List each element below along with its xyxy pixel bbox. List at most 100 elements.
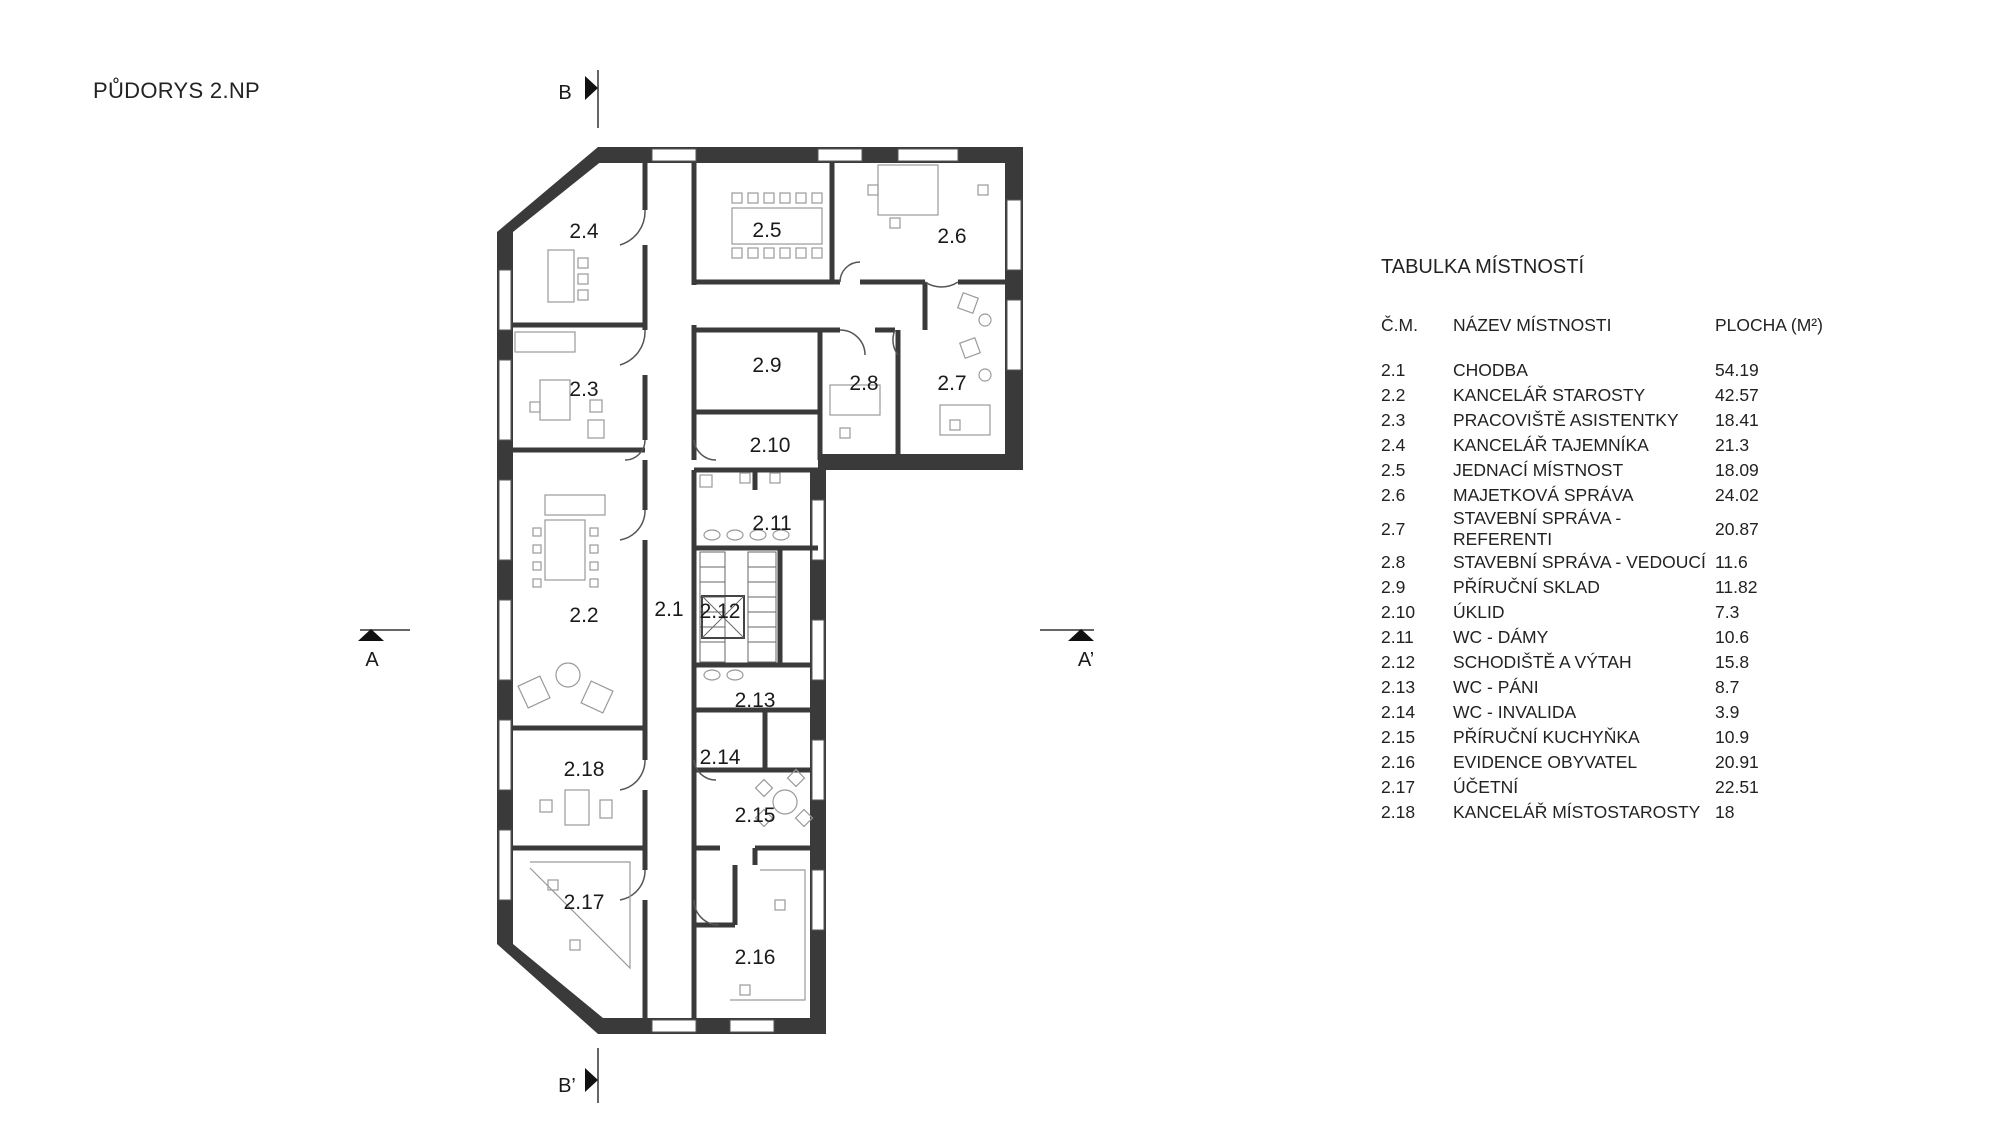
room-table-row: 2.7 STAVEBNÍ SPRÁVA - REFERENTI 20.87 (1381, 508, 1835, 550)
room-num: 2.13 (1381, 677, 1416, 697)
room-num: 2.7 (1381, 518, 1406, 539)
room-area: 15.8 (1715, 652, 1750, 672)
room-area: 3.9 (1715, 702, 1740, 722)
room-table-row: 2.14 WC - INVALIDA 3.9 (1381, 700, 1835, 725)
room-name: STAVEBNÍ SPRÁVA - REFERENTI (1453, 508, 1622, 549)
room-label-2-3: 2.3 (569, 378, 598, 401)
room-label-2-8: 2.8 (849, 372, 878, 395)
room-name: PŘÍRUČNÍ SKLAD (1453, 577, 1600, 597)
room-area: 10.6 (1715, 627, 1750, 647)
windows (498, 148, 1022, 1033)
room-num: 2.1 (1381, 360, 1406, 380)
room-num: 2.10 (1381, 602, 1416, 622)
room-label-2-13: 2.13 (735, 689, 776, 712)
room-name: PŘÍRUČNÍ KUCHYŇKA (1453, 727, 1640, 747)
room-label-2-5: 2.5 (752, 219, 781, 242)
room-area: 21.3 (1715, 435, 1750, 455)
room-label-2-17: 2.17 (564, 891, 605, 914)
room-area: 18.41 (1715, 410, 1759, 430)
room-area: 18 (1715, 802, 1735, 822)
room-table-row: 2.6 MAJETKOVÁ SPRÁVA 24.02 (1381, 483, 1835, 508)
room-label-2-6: 2.6 (937, 225, 966, 248)
room-area: 54.19 (1715, 360, 1759, 380)
room-table-header: Č.M. NÁZEV MÍSTNOSTI PLOCHA (M²) (1381, 313, 1835, 338)
section-label: A (365, 649, 379, 671)
room-name: SCHODIŠTĚ A VÝTAH (1453, 652, 1632, 672)
section-marker-a-left: A (358, 629, 410, 671)
room-num: 2.11 (1381, 627, 1414, 647)
interior-walls (513, 163, 1005, 1018)
room-name: PRACOVIŠTĚ ASISTENTKY (1453, 410, 1679, 430)
room-name: CHODBA (1453, 360, 1528, 380)
room-num: 2.4 (1381, 435, 1406, 455)
furniture (514, 164, 992, 1001)
section-label: B (558, 82, 571, 104)
room-num: 2.18 (1381, 802, 1416, 822)
room-name: KANCELÁŘ STAROSTY (1453, 385, 1646, 405)
section-label: B’ (558, 1075, 576, 1097)
room-area: 24.02 (1715, 485, 1759, 505)
room-name: KANCELÁŘ MÍSTOSTAROSTY (1453, 802, 1701, 822)
room-label-2-9: 2.9 (752, 354, 781, 377)
room-name: WC - PÁNI (1453, 677, 1539, 697)
room-name: JEDNACÍ MÍSTNOST (1453, 460, 1624, 480)
room-num: 2.5 (1381, 460, 1406, 480)
room-table-row: 2.3 PRACOVIŠTĚ ASISTENTKY 18.41 (1381, 408, 1835, 433)
header-number: Č.M. (1381, 315, 1418, 335)
room-num: 2.8 (1381, 552, 1406, 572)
room-label-2-2: 2.2 (569, 604, 598, 627)
room-table-grid: Č.M. NÁZEV MÍSTNOSTI PLOCHA (M²) 2.1 CHOD… (1381, 313, 1835, 825)
room-table-row: 2.18 KANCELÁŘ MÍSTOSTAROSTY 18 (1381, 800, 1835, 825)
room-name: WC - INVALIDA (1453, 702, 1577, 722)
room-name: STAVEBNÍ SPRÁVA - VEDOUCÍ (1453, 552, 1706, 572)
room-area: 10.9 (1715, 727, 1750, 747)
room-name: WC - DÁMY (1453, 627, 1549, 647)
room-num: 2.3 (1381, 410, 1406, 430)
section-marker-b-top: B (558, 70, 599, 128)
room-label-2-15: 2.15 (735, 804, 776, 827)
room-name: MAJETKOVÁ SPRÁVA (1453, 485, 1634, 505)
room-table-row: 2.8 STAVEBNÍ SPRÁVA - VEDOUCÍ 11.6 (1381, 550, 1835, 575)
plan-title: PŮDORYS 2.NP (93, 78, 261, 103)
room-label-2-4: 2.4 (569, 220, 599, 243)
room-area: 8.7 (1715, 677, 1740, 697)
room-area: 22.51 (1715, 777, 1759, 797)
room-num: 2.14 (1381, 702, 1416, 722)
room-area: 20.87 (1715, 518, 1759, 539)
room-label-2-1: 2.1 (654, 598, 683, 621)
room-label-2-10: 2.10 (750, 434, 791, 457)
room-area: 20.91 (1715, 752, 1759, 772)
room-area: 18.09 (1715, 460, 1759, 480)
section-marker-a-right: A’ (1040, 629, 1094, 671)
room-label-2-16: 2.16 (735, 946, 776, 969)
section-label: A’ (1078, 649, 1094, 671)
section-marker-b-bottom: B’ (558, 1048, 599, 1103)
room-num: 2.12 (1381, 652, 1416, 672)
room-table-row: 2.15 PŘÍRUČNÍ KUCHYŇKA 10.9 (1381, 725, 1835, 750)
room-table: TABULKA MÍSTNOSTÍ Č.M. NÁZEV MÍSTNOSTI P… (1381, 256, 1835, 825)
room-num: 2.6 (1381, 485, 1406, 505)
stairs (699, 551, 777, 663)
room-table-row: 2.5 JEDNACÍ MÍSTNOST 18.09 (1381, 458, 1835, 483)
room-label-2-7: 2.7 (937, 372, 966, 395)
room-num: 2.15 (1381, 727, 1416, 747)
room-num: 2.2 (1381, 385, 1406, 405)
room-table-row: 2.1 CHODBA 54.19 (1381, 358, 1835, 383)
header-area: PLOCHA (M²) (1715, 315, 1823, 335)
door-swings (619, 209, 959, 926)
room-label-2-12: 2.12 (700, 600, 741, 623)
room-table-row: 2.11 WC - DÁMY 10.6 (1381, 625, 1835, 650)
room-table-title: TABULKA MÍSTNOSTÍ (1381, 256, 1584, 278)
room-area: 7.3 (1715, 602, 1740, 622)
room-label-2-14: 2.14 (700, 746, 741, 769)
room-num: 2.16 (1381, 752, 1416, 772)
room-area: 11.6 (1715, 552, 1748, 572)
header-name: NÁZEV MÍSTNOSTI (1453, 315, 1612, 335)
room-table-row: 2.13 WC - PÁNI 8.7 (1381, 675, 1835, 700)
